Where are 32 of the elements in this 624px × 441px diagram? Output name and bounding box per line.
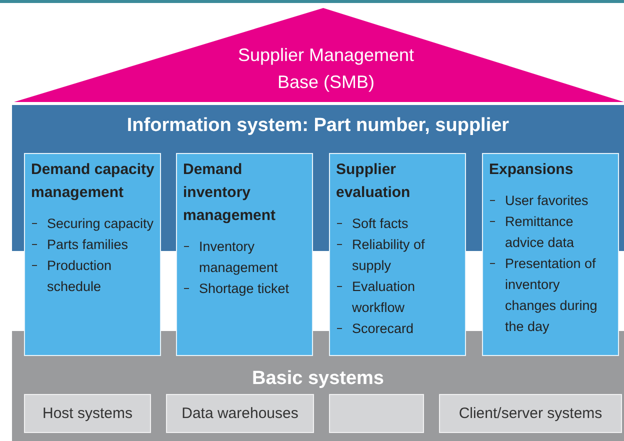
pillar-heading: Expansions (489, 160, 574, 180)
system-box (329, 394, 424, 433)
pillar-box (329, 153, 466, 356)
roof-title: Supplier Management Base (SMB) (236, 44, 416, 94)
roof-triangle (14, 8, 624, 102)
pillar-box (482, 153, 619, 356)
system-label: Data warehouses (182, 405, 298, 422)
pillar-box (24, 153, 161, 356)
pillar-heading: Demand capacity management (31, 160, 155, 203)
information-band (12, 105, 624, 153)
bullet-text: Shortage ticket (199, 280, 290, 298)
bullet-text: Inventory management (199, 238, 279, 277)
system-box (24, 394, 151, 433)
pillar-heading: Supplier evaluation (336, 160, 412, 203)
pillar-box (176, 153, 313, 356)
bullet-text: Remittance advice data (505, 213, 576, 252)
bullet-text: Parts families (47, 236, 130, 254)
base-title: Basic systems (250, 368, 386, 390)
bullet-text: Soft facts (352, 215, 410, 233)
bullet-text: Production schedule (47, 257, 113, 296)
bullet-text: Reliability of supply (352, 236, 426, 275)
system-box (166, 394, 314, 433)
bullet-text: Evaluation workflow (352, 278, 416, 317)
bullet-text: Presentation of inventory changes during the day (505, 255, 598, 336)
bullet-text: User favorites (505, 192, 590, 210)
pillar-heading: Demand inventory management (183, 160, 277, 226)
system-box (439, 394, 622, 433)
band-title: Information system: Part number, supplier (126, 115, 510, 137)
bullet-text: Scorecard (352, 320, 415, 338)
system-label: Host systems (42, 405, 132, 422)
bullet-text: Securing capacity (47, 215, 155, 233)
system-label: Client/server systems (458, 405, 602, 422)
